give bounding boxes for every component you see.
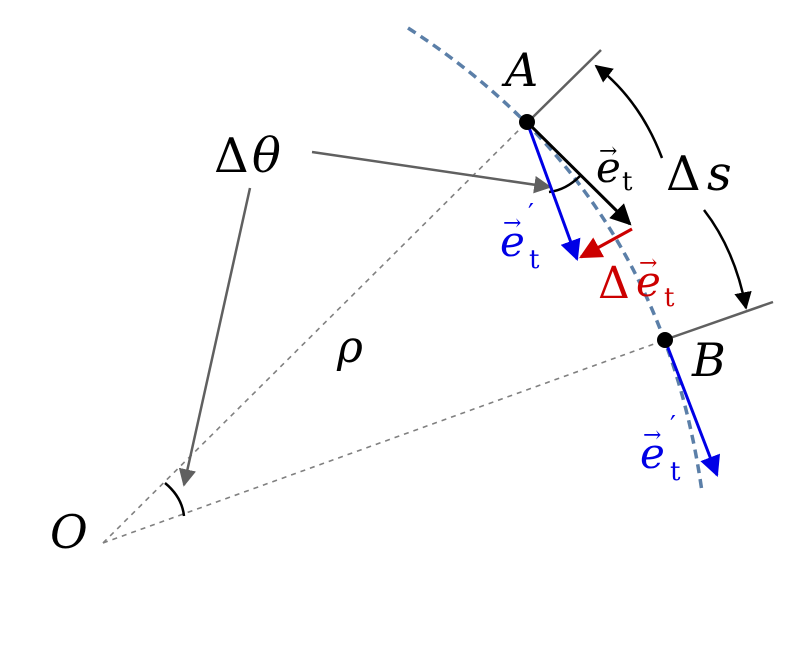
svg-text:′: ′ xyxy=(528,199,534,229)
tangent-vector-prime-at-b xyxy=(663,339,721,477)
svg-text:e: e xyxy=(640,429,665,478)
svg-text:Δ: Δ xyxy=(214,128,249,184)
svg-text:′: ′ xyxy=(670,411,676,441)
tangent-vector-at-a xyxy=(525,120,632,226)
svg-text:t: t xyxy=(529,245,540,275)
svg-text:Δ: Δ xyxy=(666,146,701,202)
radius-line-to-b xyxy=(102,339,666,544)
arc-length-arrow-lower xyxy=(703,209,752,310)
origin-label: O xyxy=(50,505,88,559)
trajectory-curve xyxy=(407,26,704,493)
tangent-vector-label: → e t xyxy=(596,139,633,197)
svg-text:θ: θ xyxy=(252,128,281,184)
point-b-dot xyxy=(657,332,673,348)
tangent-vector-prime-label-b: → e ′ t xyxy=(640,411,681,487)
point-a-dot xyxy=(519,114,535,130)
svg-text:→: → xyxy=(643,423,661,448)
arc-length-arrow-upper xyxy=(594,64,664,159)
delta-theta-leader-to-a xyxy=(311,150,552,194)
delta-theta-label: Δ θ xyxy=(214,128,281,184)
svg-text:e: e xyxy=(500,217,525,266)
svg-text:t: t xyxy=(622,167,633,197)
svg-text:t: t xyxy=(670,457,681,487)
angle-arc-at-o xyxy=(164,482,186,517)
tangent-vector-prime-label-a: → e ′ t xyxy=(500,199,540,275)
delta-theta-leader-to-o xyxy=(178,187,252,487)
delta-tangent-vector xyxy=(579,227,633,259)
svg-text:t: t xyxy=(664,283,675,313)
point-a-label: A xyxy=(501,43,538,97)
svg-text:→: → xyxy=(639,251,657,276)
svg-text:e: e xyxy=(636,257,661,306)
tangent-vector-prime-at-a xyxy=(525,121,581,261)
svg-text:Δ: Δ xyxy=(598,258,630,309)
svg-text:s: s xyxy=(707,146,732,202)
tick-at-a xyxy=(531,49,602,119)
point-b-label: B xyxy=(691,333,726,387)
radius-line-to-a xyxy=(102,121,528,544)
arc-length-label: Δ s xyxy=(666,146,732,202)
svg-text:→: → xyxy=(503,211,521,236)
delta-tangent-vector-label: Δ → e t xyxy=(598,251,675,313)
radius-label: ρ xyxy=(336,322,363,373)
tick-at-b xyxy=(669,300,774,340)
svg-text:e: e xyxy=(596,143,621,192)
svg-text:→: → xyxy=(599,139,617,164)
